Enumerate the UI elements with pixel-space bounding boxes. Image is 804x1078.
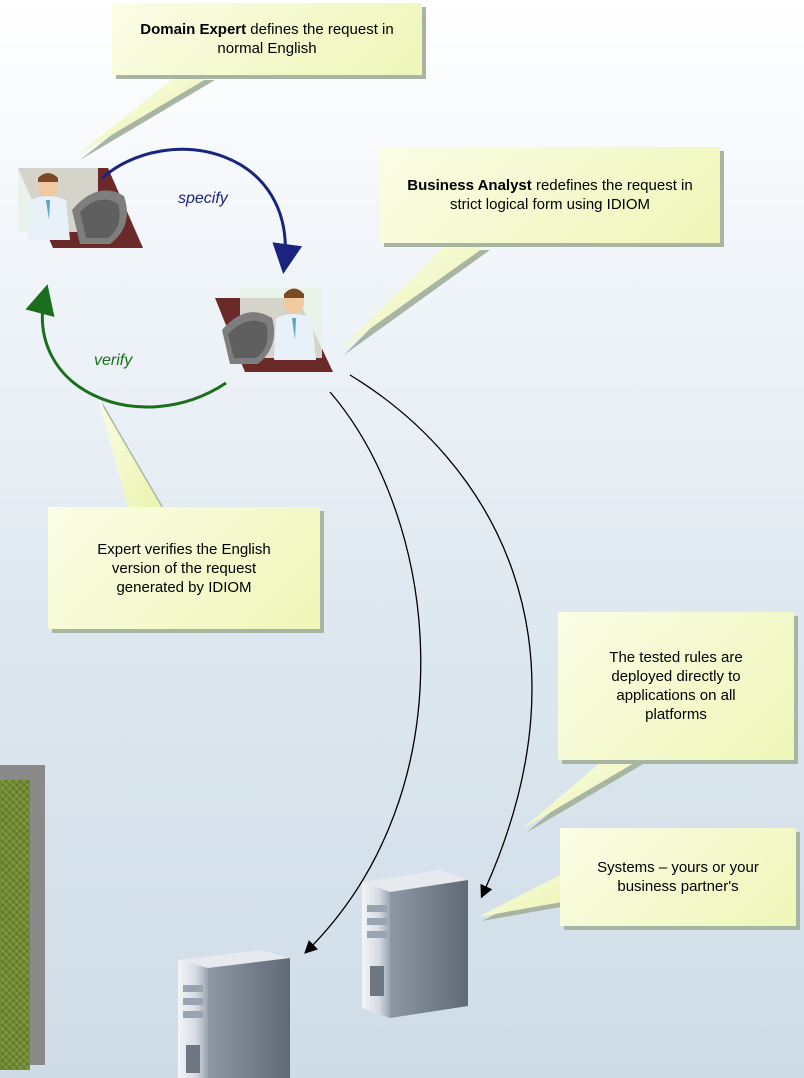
business-analyst-figure (215, 288, 333, 372)
domain-expert-callout-tail (76, 76, 211, 156)
server-left (178, 950, 290, 1078)
callout-tails (76, 76, 650, 921)
business-analyst-text: redefines the request in strict logical … (449, 177, 693, 213)
systems-text: Systems – yours or your business partner… (597, 859, 759, 895)
specify-arrow (101, 147, 303, 274)
decorative-panel (0, 780, 30, 1070)
server-right (362, 870, 468, 1018)
verify-arrow (25, 284, 227, 409)
tested-rules-text: The tested rules are deployed directly t… (609, 649, 743, 723)
specify-label: specify (178, 190, 228, 207)
tested-rules-callout-tail (522, 756, 646, 829)
business-analyst-callout-tail (340, 246, 486, 350)
expert-verifies-text: Expert verifies the English version of t… (97, 540, 271, 596)
business-analyst-callout: Business Analyst redefines the request i… (380, 147, 720, 243)
tested-rules-callout: The tested rules are deployed directly t… (558, 612, 794, 760)
expert-verifies-callout-tail (98, 398, 162, 508)
domain-expert-text: defines the request in normal English (217, 21, 394, 57)
expert-verifies-callout: Expert verifies the English version of t… (48, 507, 320, 629)
business-analyst-title: Business Analyst (407, 177, 532, 194)
domain-expert-callout: Domain Expert defines the request in nor… (112, 3, 422, 75)
deploy-arrow-right (349, 374, 533, 899)
systems-callout-tail (478, 871, 568, 917)
deploy-arrow-left (304, 391, 422, 954)
domain-expert-title: Domain Expert (140, 21, 247, 38)
domain-expert-figure (18, 168, 143, 248)
systems-callout: Systems – yours or your business partner… (560, 828, 796, 926)
verify-label: verify (94, 352, 133, 369)
